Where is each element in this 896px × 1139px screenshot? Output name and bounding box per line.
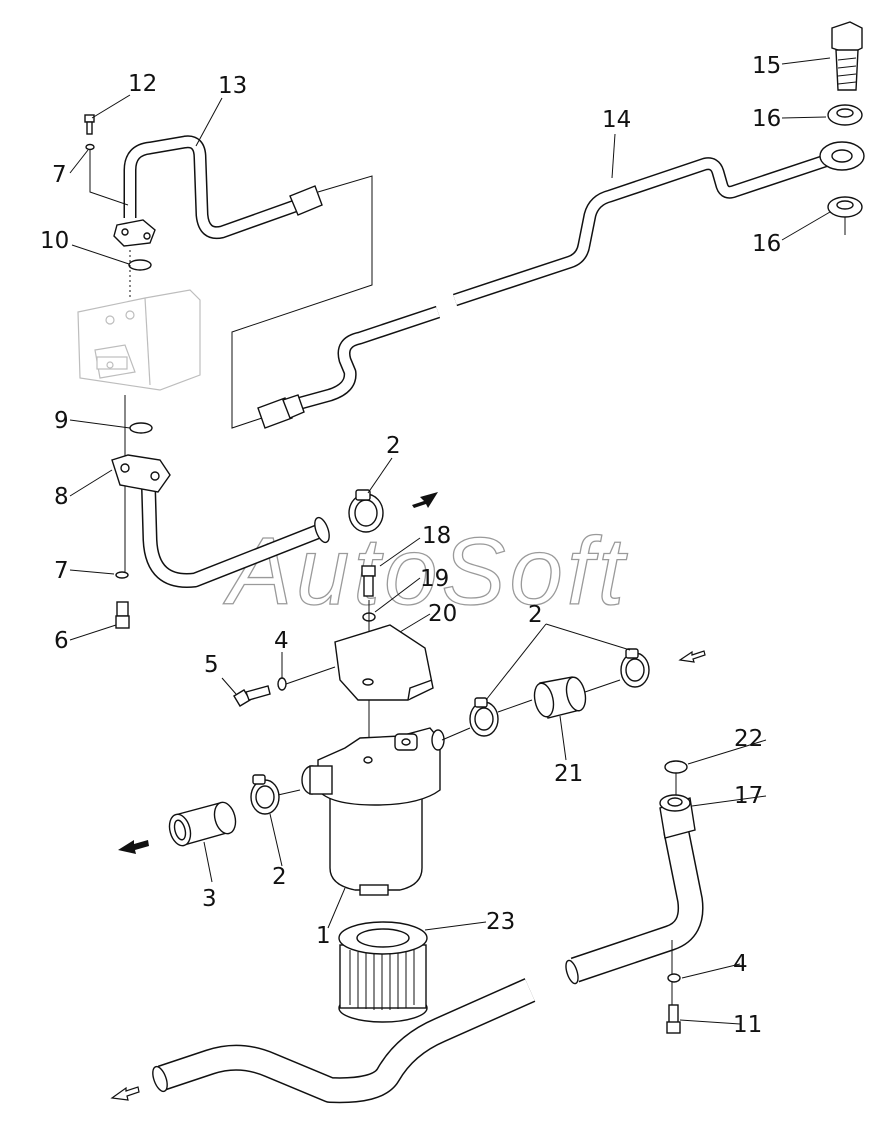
- return-pipe-14: [257, 141, 865, 429]
- washer-4-left: [277, 677, 287, 691]
- mounting-bracket-20: [334, 624, 434, 701]
- callout-21: 21: [554, 761, 583, 787]
- hose-clamp-2-mid: [469, 697, 499, 737]
- bolt-5: [233, 685, 271, 707]
- callout-3: 3: [202, 886, 217, 912]
- callout-2-mid: 2: [528, 602, 543, 628]
- hose-clamp-2-left: [250, 774, 280, 815]
- hose-21: [533, 676, 587, 719]
- o-ring-22: [664, 760, 688, 774]
- washer-7-bottom: [115, 571, 129, 579]
- callout-2-left: 2: [272, 864, 287, 890]
- callout-13: 13: [218, 73, 247, 99]
- callout-10: 10: [40, 228, 69, 254]
- washer-4-right: [667, 973, 681, 983]
- callout-16-top: 16: [752, 106, 781, 132]
- leader-lines: [69, 57, 831, 1025]
- callout-23: 23: [486, 909, 515, 935]
- callout-18: 18: [422, 523, 451, 549]
- callout-20: 20: [428, 601, 457, 627]
- callout-12: 12: [128, 71, 157, 97]
- bolt-12: [84, 114, 95, 135]
- hose-right-lower: [565, 827, 704, 985]
- fitting-17: [659, 794, 696, 839]
- callout-22: 22: [734, 726, 763, 752]
- callout-19: 19: [420, 566, 449, 592]
- bolt-11: [666, 1004, 681, 1034]
- hose-bottom: [152, 978, 536, 1104]
- flow-arrow-outline-1: [678, 650, 706, 663]
- callout-11: 11: [733, 1012, 762, 1038]
- sealing-washer-16-bottom: [827, 196, 863, 235]
- callout-7-top: 7: [52, 162, 67, 188]
- o-ring-10: [128, 250, 152, 300]
- callout-labels: 12 13 7 10 14 15 16 16 9 8 2 18 7 19 6 2…: [40, 53, 781, 1038]
- callout-8: 8: [54, 484, 69, 510]
- flow-arrow-solid-1: [412, 492, 438, 508]
- pump-body: [77, 289, 201, 391]
- washer-7-top: [85, 143, 95, 151]
- hose-3: [168, 801, 237, 847]
- pressure-pipe-13: [113, 135, 323, 247]
- flow-arrow-solid-2: [118, 840, 149, 854]
- hose-clamp-2-top: [348, 489, 384, 533]
- callout-7-bottom: 7: [54, 558, 69, 584]
- bolt-6: [115, 601, 130, 629]
- pump-bracket-outline: [231, 175, 373, 429]
- callout-17: 17: [734, 783, 763, 809]
- suction-pipe-8: [111, 454, 330, 588]
- callout-16-bottom: 16: [752, 231, 781, 257]
- callout-5: 5: [204, 652, 219, 678]
- banjo-bolt-15: [831, 21, 863, 91]
- flow-arrow-outline-2: [110, 1086, 140, 1101]
- sealing-washer-16-top: [827, 104, 863, 126]
- filter-element-23: [338, 921, 428, 1023]
- o-ring-9: [129, 422, 153, 434]
- hose-clamp-2-right: [620, 648, 650, 688]
- callout-4-left: 4: [274, 628, 289, 654]
- callout-1: 1: [316, 923, 331, 949]
- callout-4-right: 4: [733, 951, 748, 977]
- callout-15: 15: [752, 53, 781, 79]
- callout-6: 6: [54, 628, 69, 654]
- callout-14: 14: [602, 107, 631, 133]
- filter-housing-1: [301, 727, 445, 896]
- callout-2-top: 2: [386, 433, 401, 459]
- callout-9: 9: [54, 408, 69, 434]
- bolt-18: [361, 565, 376, 597]
